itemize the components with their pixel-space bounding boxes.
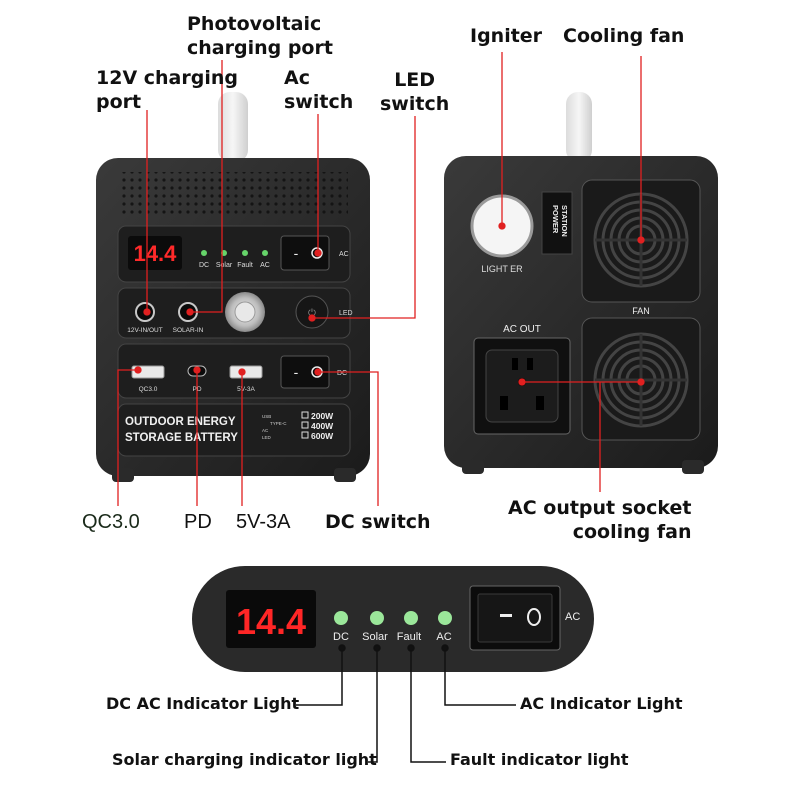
port-5v[interactable] [229,365,263,379]
closeup-lcd [226,590,316,648]
svg-text:AC: AC [436,631,451,643]
svg-text:LED: LED [262,435,272,440]
closeup-lcd-value: 14.4 [236,601,306,642]
svg-text:AC: AC [565,611,580,623]
svg-text:USB: USB [262,414,271,419]
callout-ac-switch: Ac switch [284,67,354,113]
closeup-leader-lines [296,644,516,763]
front-vent-grill [118,172,348,218]
callout-5v: 5V-3A [236,511,291,533]
svg-text:LIGHT ER: LIGHT ER [481,264,523,274]
capacity-options: 200W 400W 600W [301,411,334,441]
callout-lines [117,52,645,506]
svg-text:POWER: POWER [551,205,560,234]
svg-text:-: - [294,245,299,261]
closeup-indicators: DC Solar Fault AC [333,611,452,643]
callout-pd: PD [184,511,212,533]
svg-text:AC OUT: AC OUT [503,324,541,335]
callout-led-switch: LED switch [380,69,450,115]
label-dc-ac-indicator: DC AC Indicator Light [106,694,300,713]
svg-text:AC: AC [260,262,270,269]
svg-text:DC: DC [333,631,349,643]
callout-photovoltaic: Photovoltaic charging port [187,13,333,59]
callout-ac-output: AC output socket cooling fan [508,497,692,543]
brand-line-2: STORAGE BATTERY [125,432,238,444]
label-solar-indicator: Solar charging indicator light [112,750,377,769]
svg-text:DC: DC [199,262,209,269]
callout-qc: QC3.0 [82,511,140,533]
svg-text:STATION: STATION [560,205,569,237]
callout-cooling-fan: Cooling fan [563,25,685,47]
brand-line-1: OUTDOOR ENERGY [125,416,236,428]
led-switch-button[interactable] [295,295,329,329]
svg-text:TYPE-C: TYPE-C [270,421,287,426]
svg-text:400W: 400W [311,421,334,431]
svg-text:DC: DC [337,370,347,377]
label-ac-indicator: AC Indicator Light [520,694,683,713]
front-foot-left [112,468,134,482]
svg-text:Solar: Solar [216,262,233,269]
callout-dc-switch: DC switch [325,511,431,533]
callout-12v: 12V charging port [96,67,238,113]
brand-legend: USB TYPE-C AC LED [262,414,287,440]
svg-text:Fault: Fault [397,631,421,643]
power-station-tag [541,191,573,255]
svg-text:Solar: Solar [362,631,388,643]
front-lcd-value: 14.4 [134,241,178,266]
svg-text:600W: 600W [311,431,334,441]
svg-text:FAN: FAN [632,306,650,316]
svg-text:⏻: ⏻ [308,308,316,319]
svg-text:Fault: Fault [237,262,253,269]
front-ac-switch[interactable] [280,235,330,271]
svg-text:LED: LED [339,310,353,317]
front-foot-right [334,468,356,482]
svg-text:AC: AC [262,428,269,433]
svg-text:12V-IN/OUT: 12V-IN/OUT [127,327,162,334]
svg-text:SOLAR-IN: SOLAR-IN [173,327,204,334]
svg-text:200W: 200W [311,411,334,421]
back-handle [566,92,592,162]
front-ac-label: AC [339,251,349,258]
label-fault-indicator: Fault indicator light [450,750,629,769]
front-handle [218,92,248,162]
svg-text:QC3.0: QC3.0 [139,386,158,393]
callout-igniter: Igniter [470,25,543,47]
front-lcd [128,236,182,270]
svg-text:5V-3A: 5V-3A [237,386,255,393]
bottom-fan-icon [593,332,689,428]
svg-text:-: - [294,364,299,380]
